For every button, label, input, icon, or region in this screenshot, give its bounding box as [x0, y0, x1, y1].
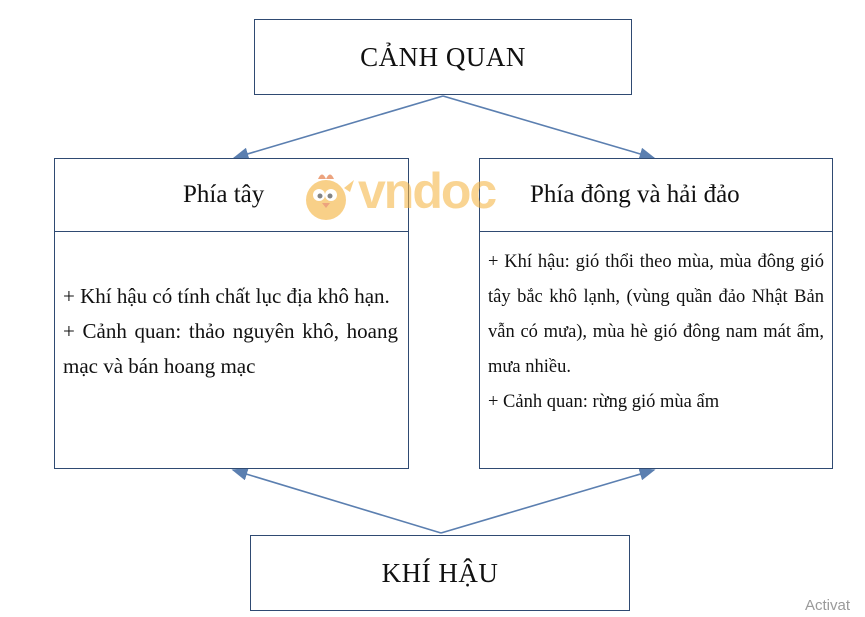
top-box-canh-quan: CẢNH QUAN — [254, 19, 632, 95]
right-panel-body: + Khí hậu: gió thổi theo mùa, mùa đông g… — [480, 232, 832, 468]
right-panel-line-landscape: + Cảnh quan: rừng gió mùa ẩm — [488, 392, 720, 412]
left-panel-body: + Khí hậu có tính chất lục địa khô hạn. … — [55, 232, 408, 468]
left-panel-line-landscape: + Cảnh quan: thảo nguyên khô, hoang mạc … — [63, 319, 398, 378]
arrow-top-to-left — [232, 95, 444, 161]
top-box-title: CẢNH QUAN — [360, 41, 526, 72]
arrow-bottom-to-left — [231, 468, 442, 534]
right-panel-phia-dong: Phía đông và hải đảo + Khí hậu: gió thổi… — [479, 158, 833, 469]
watermark-text: vndoc — [358, 163, 497, 219]
bottom-box-title: KHÍ HẬU — [381, 557, 499, 588]
chick-mascot-icon — [306, 174, 354, 220]
arrow-top-to-right — [442, 95, 656, 161]
vndoc-watermark-logo: vndoc — [298, 163, 538, 224]
right-panel-heading: Phía đông và hải đảo — [530, 181, 740, 208]
left-panel-phia-tay: Phía tây + Khí hậu có tính chất lục địa … — [54, 158, 409, 469]
right-panel-line-climate: + Khí hậu: gió thổi theo mùa, mùa đông g… — [488, 252, 824, 377]
left-panel-line-climate: + Khí hậu có tính chất lục địa khô hạn. — [63, 284, 390, 308]
right-panel-text: + Khí hậu: gió thổi theo mùa, mùa đông g… — [488, 245, 824, 420]
arrow-bottom-to-right — [440, 467, 656, 534]
left-panel-heading-cell: Phía tây — [55, 159, 408, 232]
activate-windows-text: Activat — [805, 597, 851, 614]
left-panel-heading: Phía tây — [183, 181, 265, 208]
right-panel-heading-cell: Phía đông và hải đảo — [480, 159, 832, 232]
left-panel-text: + Khí hậu có tính chất lục địa khô hạn. … — [63, 279, 398, 384]
bottom-box-khi-hau: KHÍ HẬU — [250, 535, 630, 611]
